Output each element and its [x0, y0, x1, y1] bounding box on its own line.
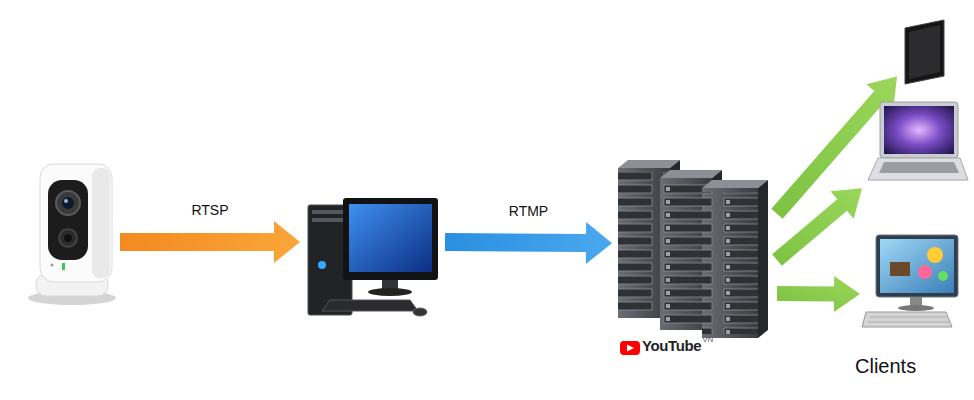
rtsp-arrow — [120, 221, 300, 263]
illustration-part — [702, 192, 758, 334]
illustration-part — [918, 265, 932, 279]
illustration-part — [890, 262, 910, 276]
brand-name: YouTube — [642, 337, 701, 354]
desktop-illustration — [862, 235, 958, 327]
illustration-part — [927, 247, 943, 263]
illustration-part — [876, 235, 958, 297]
client-arrow — [771, 76, 897, 218]
illustration-part — [322, 300, 418, 311]
illustration-part — [660, 170, 722, 178]
computer-node — [300, 190, 445, 320]
laptop-node — [862, 98, 968, 193]
tablet-node — [897, 18, 949, 86]
camera-node — [28, 158, 120, 308]
illustration-part — [758, 180, 768, 338]
illustration-part — [349, 204, 432, 272]
illustration-part — [59, 229, 77, 247]
illustration-part — [413, 308, 427, 316]
illustration-part — [627, 345, 634, 352]
illustration-part — [702, 180, 768, 188]
illustration-part — [702, 188, 758, 338]
illustration-part — [56, 191, 80, 215]
tablet-illustration — [905, 20, 944, 84]
illustration-part — [884, 106, 954, 154]
server-illustration — [618, 160, 768, 355]
illustration-part — [880, 239, 954, 293]
illustration-part — [870, 317, 947, 318]
illustration-part — [879, 162, 959, 173]
illustration-part — [48, 180, 88, 260]
illustration-part — [880, 102, 958, 158]
illustration-part — [909, 25, 940, 79]
illustration-part — [51, 264, 54, 267]
illustration-part — [312, 218, 348, 222]
illustration-part — [368, 288, 412, 296]
illustration-part — [868, 158, 968, 180]
illustration-part — [618, 160, 680, 168]
illustration-part — [868, 322, 949, 323]
camera-illustration — [28, 164, 116, 305]
illustration-part — [62, 197, 74, 209]
protocol-label: RTMP — [509, 203, 548, 219]
illustration-part — [938, 271, 948, 281]
computer-illustration — [308, 198, 438, 316]
region-mark: VN — [702, 335, 713, 344]
illustration-part — [318, 261, 326, 269]
client-arrow — [772, 188, 862, 265]
laptop-illustration — [868, 102, 968, 180]
illustration-part — [905, 20, 944, 84]
desktop-node — [860, 228, 964, 340]
protocol-label: RTSP — [191, 202, 228, 218]
illustration-part — [62, 263, 65, 270]
illustration-part — [862, 312, 952, 327]
illustration-part — [64, 234, 72, 242]
illustration-part — [92, 168, 110, 278]
group-label: Clients — [855, 355, 916, 378]
illustration-part — [343, 198, 438, 280]
server-node: YouTubeVN — [612, 155, 777, 365]
illustration-part — [64, 199, 68, 203]
client-arrow — [777, 276, 860, 312]
illustration-part — [40, 164, 112, 282]
text-group: YouTubeVN — [642, 337, 713, 354]
illustration-part — [312, 210, 348, 214]
youtube-icon — [620, 341, 640, 355]
illustration-part — [898, 305, 934, 311]
rtmp-arrow — [445, 222, 612, 264]
